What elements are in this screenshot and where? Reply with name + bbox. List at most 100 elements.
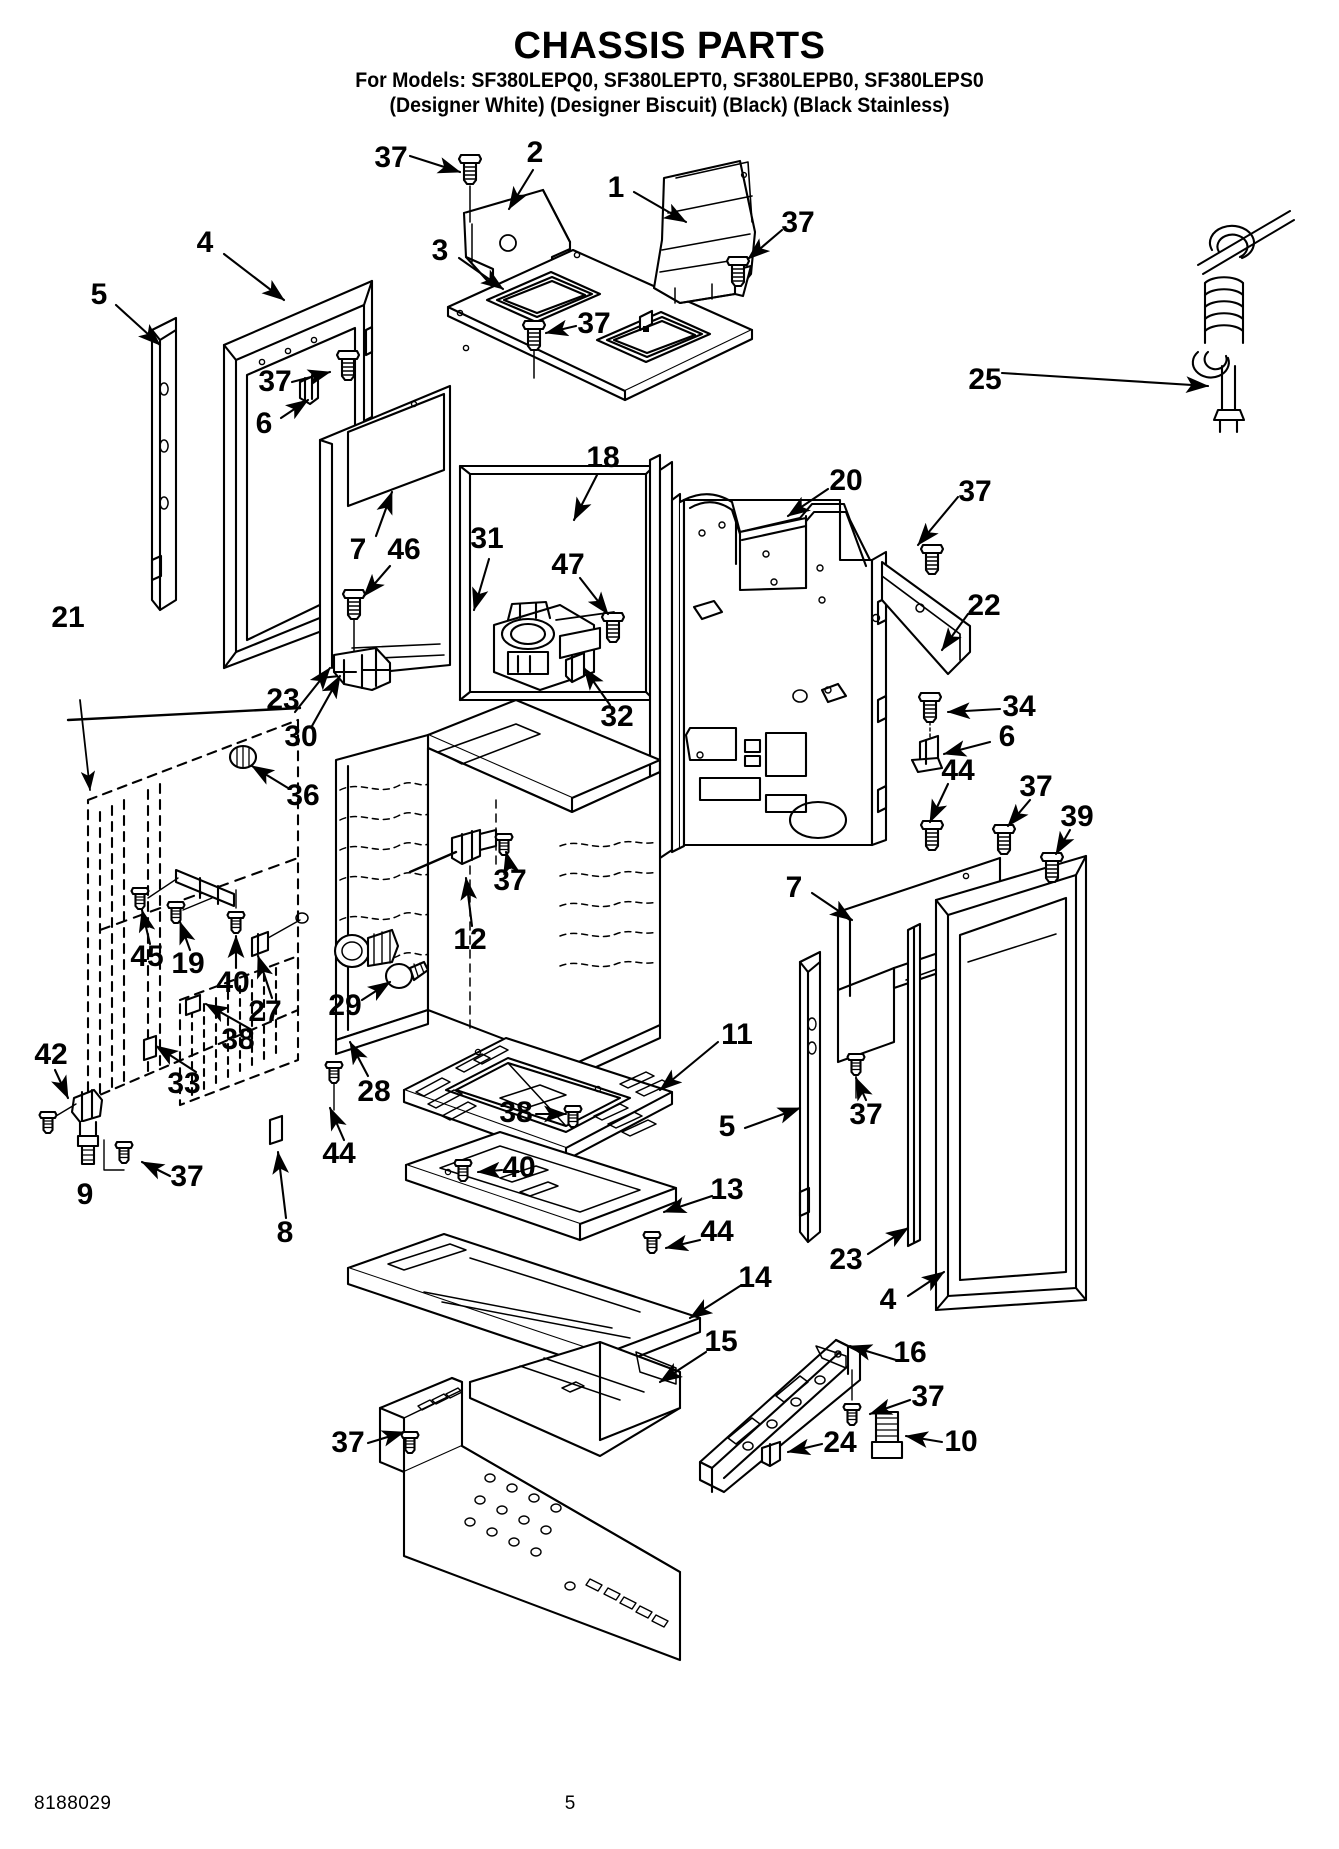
callout-number: 8 [276,1216,294,1249]
finishes-line: (Designer White) (Designer Biscuit) (Bla… [389,94,950,118]
callout-number: 40 [502,1151,536,1184]
callout-number: 14 [738,1261,772,1294]
screw-37-rail [842,1402,862,1427]
screw-44-shelf [642,1230,662,1255]
part-30-bracket [332,646,392,692]
part-5-right-trim [798,950,822,1244]
callout-number: 12 [453,923,487,956]
callout-number: 37 [170,1160,204,1193]
screw-42 [38,1110,58,1135]
screw-37-right-trim [846,1052,866,1077]
callout-number: 31 [470,522,504,555]
callout-number: 28 [357,1075,391,1108]
callout-number: 44 [322,1137,356,1170]
part-24-clip [760,1440,782,1468]
callout-number: 4 [196,226,214,259]
part-22-rear-brace [880,560,972,676]
callout-number: 2 [526,136,544,169]
callout-number: 37 [849,1098,883,1131]
callout-number: 37 [493,864,527,897]
screw-34 [917,691,943,724]
part-8-clip [268,1114,284,1146]
callout-number: 7 [785,871,803,904]
callout-number: 37 [958,475,992,508]
callout-number: 13 [710,1173,744,1206]
part-20-rear-panel [648,453,888,862]
oven-cavity [334,698,662,1080]
callout-number: 15 [704,1325,738,1358]
screw-28 [324,1060,344,1085]
callout-number: 3 [431,234,449,267]
part-9-leveling-leg [70,1088,104,1166]
callout-number: 37 [911,1380,945,1413]
callout-number: 16 [893,1336,927,1369]
leader-lines [51,154,1210,1456]
part-38-clip-left [184,993,202,1017]
callout-number: 32 [600,700,634,733]
callout-number: 4 [879,1283,897,1316]
part-5-left-trim [150,316,178,612]
callout-number: 21 [51,601,85,634]
part-14-drawer-support [346,1232,702,1372]
part-25-power-cord [1191,210,1295,434]
callout-number: 37 [331,1426,365,1459]
part-36-cap [228,744,258,770]
footer-page-number: 5 [564,1793,576,1814]
callout-number: 25 [968,363,1002,396]
part-29-lamp-assembly [333,928,430,990]
screw-37-right-door [991,823,1017,856]
callout-number: 27 [248,995,282,1028]
callout-number: 11 [721,1018,753,1051]
callout-number: 20 [829,464,863,497]
part-23-right-flange [906,922,922,1248]
callout-number: 38 [221,1023,255,1056]
screw-37-brace [919,543,945,576]
callout-number: 37 [1019,770,1053,803]
models-line: For Models: SF380LEPQ0, SF380LEPT0, SF38… [355,69,984,93]
part-21-top-edge [66,706,302,722]
callout-number: 23 [829,1243,863,1276]
part-12-bracket [408,828,498,874]
screw-44-right-a [919,819,945,852]
callout-number: 40 [216,966,250,999]
callout-number: 37 [374,141,408,174]
callout-number: 10 [944,1425,978,1458]
callout-number: 9 [76,1178,94,1211]
callout-number: 36 [286,779,320,812]
page-title: CHASSIS PARTS [513,25,826,67]
callout-number: 30 [284,720,318,753]
callout-number: 34 [1002,690,1036,723]
screw-37-part2 [457,153,483,186]
callout-number: 1 [607,171,625,204]
callout-number: 6 [255,407,273,440]
callout-number: 37 [577,307,611,340]
callout-number: 46 [387,533,421,566]
callout-number: 23 [266,683,300,716]
part-21-left-side-panel [86,718,300,1107]
callout-number: 24 [823,1426,857,1459]
part-4-right-door-panel [934,854,1088,1312]
part-6-latch-bracket [910,734,944,774]
part-33-clip [142,1034,158,1062]
callout-number: 18 [586,441,620,474]
callout-number: 42 [34,1038,68,1071]
callout-number: 38 [499,1096,533,1129]
part-19-bracket [174,868,236,908]
footer-part-number: 8188029 [34,1793,112,1814]
callout-number: 45 [130,940,164,973]
callout-number: 39 [1060,800,1094,833]
callout-number: 33 [167,1067,201,1100]
callout-number: 37 [258,365,292,398]
part-3-cooktop [446,248,754,402]
callout-number: 19 [171,947,205,980]
leader-21 [79,699,96,791]
part-16-drawer-rail [698,1338,862,1494]
callout-number: 47 [551,548,585,581]
callout-number: 5 [90,278,108,311]
callout-number: 6 [998,720,1016,753]
part-27-bushing [250,930,270,958]
callout-number: 44 [700,1215,734,1248]
callout-number: 22 [967,589,1001,622]
